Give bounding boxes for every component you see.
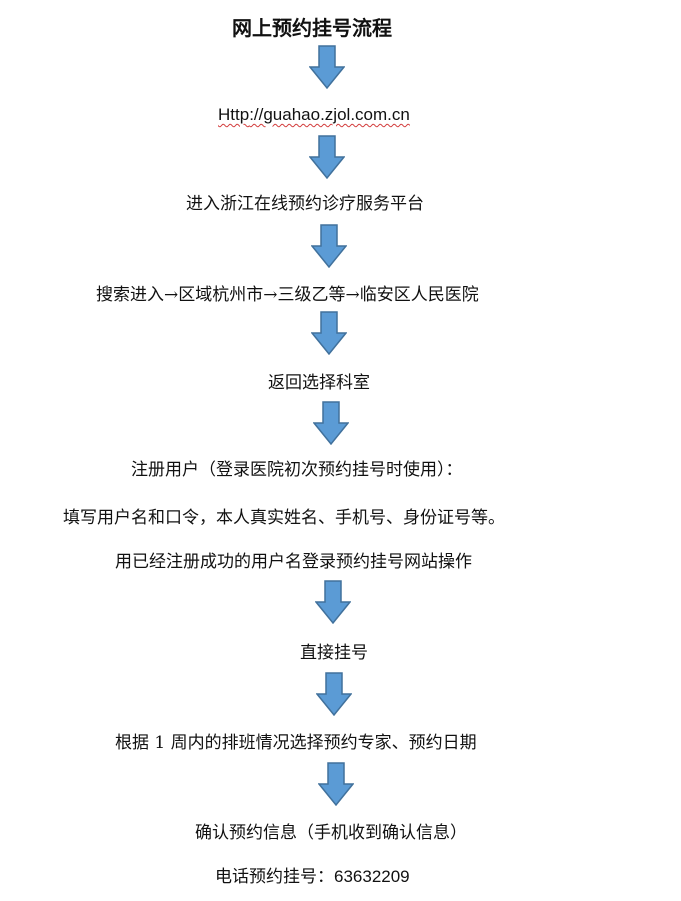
arrow-down-icon [316,672,352,716]
website-url: Http://guahao.zjol.com.cn [218,104,410,126]
url-scheme: Http [218,105,250,124]
url-address: ://guahao.zjol.com.cn [249,105,410,124]
arrow-down-icon [318,762,354,806]
step-choose-expert-date: 根据 1 周内的排班情况选择预约专家、预约日期 [115,733,477,753]
register-heading: 注册用户（登录医院初次预约挂号时使用）： [131,460,463,480]
arrow-down-icon [315,580,351,624]
phone-booking: 电话预约挂号：63632209 [215,866,410,888]
arrow-down-icon [313,401,349,445]
arrow-down-icon [309,135,345,179]
phone-label: 电话预约挂号： [215,867,334,887]
step-select-department: 返回选择科室 [268,373,370,393]
phone-number: 63632209 [334,867,410,886]
register-login: 用已经注册成功的用户名登录预约挂号网站操作 [115,552,472,572]
arrow-down-icon [311,224,347,268]
step-confirm-appointment: 确认预约信息（手机收到确认信息） [195,823,467,843]
register-detail: 填写用户名和口令，本人真实姓名、手机号、身份证号等。 [63,508,505,528]
flowchart-title: 网上预约挂号流程 [232,16,392,40]
step-direct-registration: 直接挂号 [300,643,368,663]
arrow-down-icon [311,311,347,355]
step-search-hospital: 搜索进入→区域杭州市→三级乙等→临安区人民医院 [96,285,479,305]
arrow-down-icon [309,45,345,89]
step-enter-platform: 进入浙江在线预约诊疗服务平台 [186,194,424,214]
